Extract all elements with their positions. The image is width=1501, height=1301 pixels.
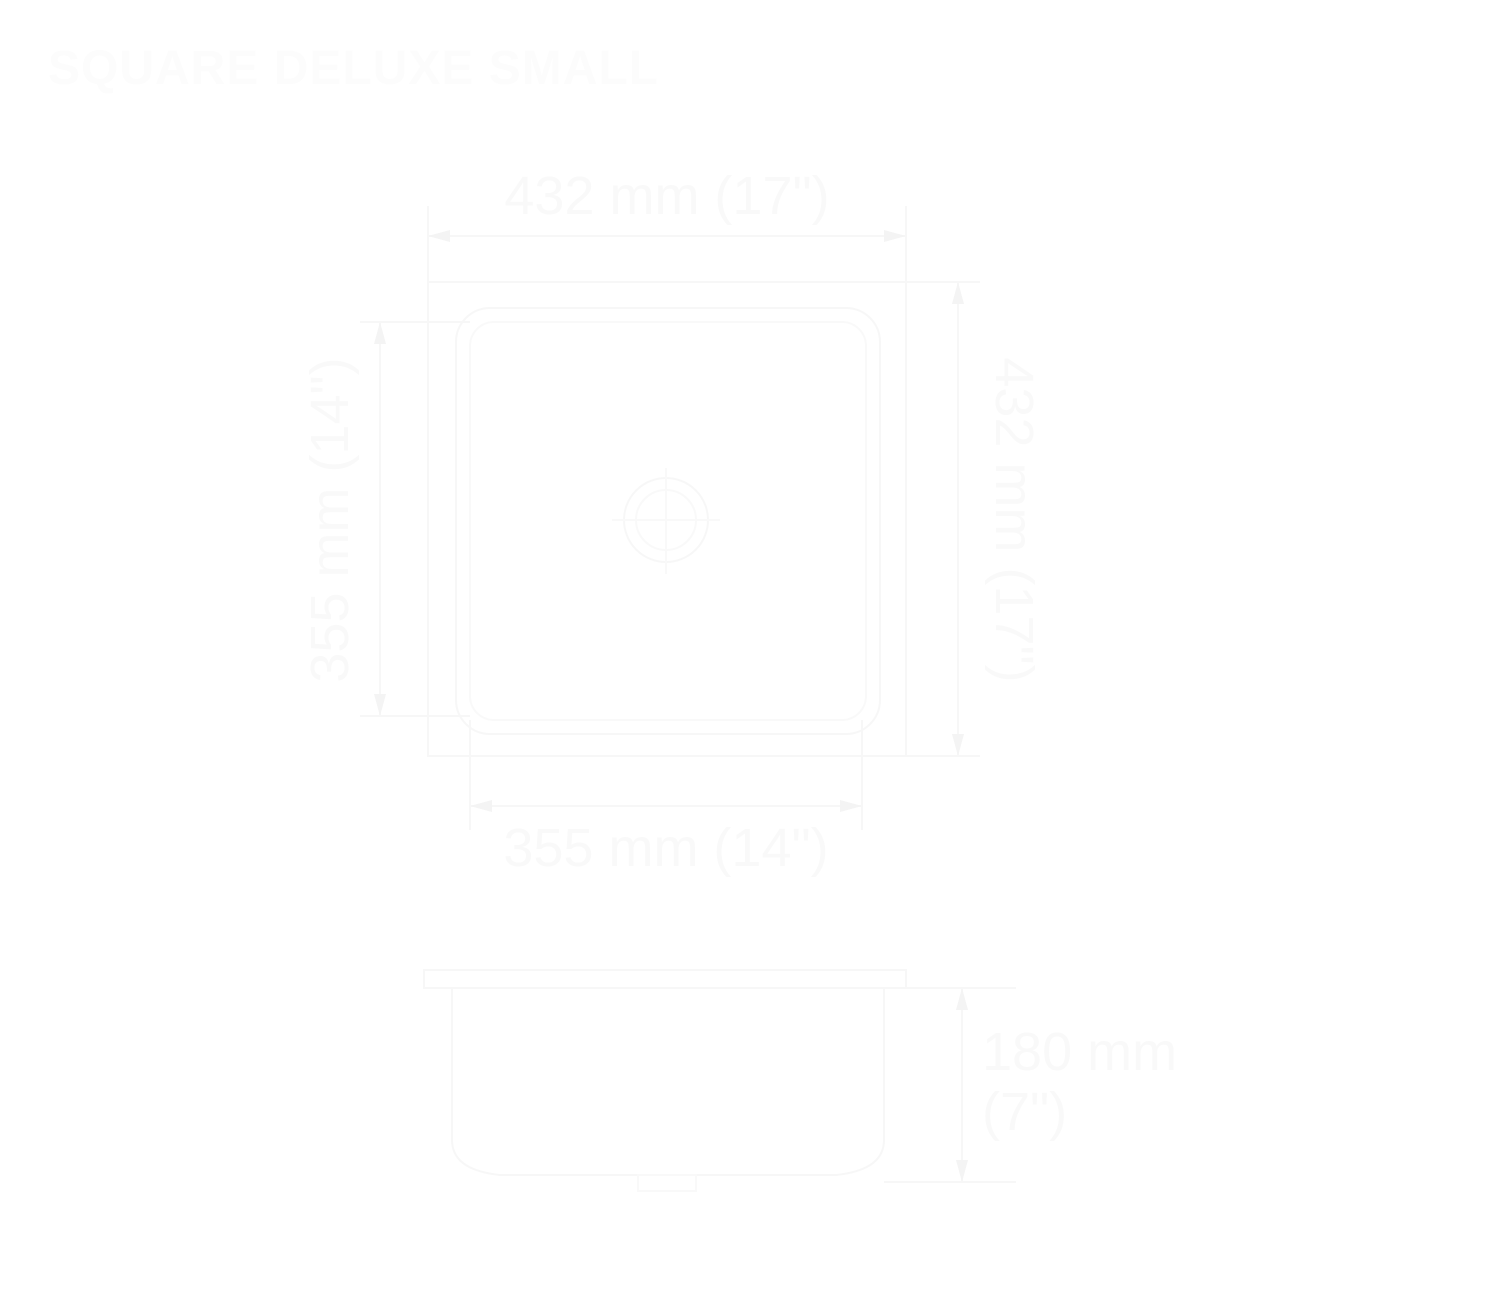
- inner-depth-dimension: 355 mm (14"): [300, 321, 470, 717]
- height-dimension: 180 mm (7"): [884, 987, 1177, 1183]
- outer-rim-outline: [427, 281, 907, 757]
- side-bowl-outline: [451, 988, 885, 1176]
- outer-width-label: 432 mm (17"): [504, 166, 829, 226]
- product-title: SQUARE DELUXE SMALL: [48, 42, 660, 95]
- side-drain-outlet: [637, 1174, 697, 1192]
- side-rim-outline: [423, 969, 907, 989]
- outer-width-dimension: 432 mm (17"): [427, 166, 907, 282]
- bowl-inner-outline: [469, 321, 867, 721]
- side-view: 180 mm (7"): [423, 969, 1177, 1192]
- height-label-line1: 180 mm: [982, 1022, 1177, 1082]
- bowl-outer-outline: [455, 307, 881, 735]
- inner-width-label: 355 mm (14"): [503, 818, 828, 878]
- outer-depth-label: 432 mm (17"): [984, 357, 1044, 682]
- drain-icon: [612, 468, 720, 574]
- top-view: 432 mm (17") 432 mm (17") 355 mm (14"): [300, 166, 1044, 878]
- outer-depth-dimension: 432 mm (17"): [906, 281, 1044, 757]
- height-label-line2: (7"): [982, 1082, 1067, 1142]
- inner-depth-label: 355 mm (14"): [300, 357, 360, 682]
- inner-width-dimension: 355 mm (14"): [469, 720, 863, 878]
